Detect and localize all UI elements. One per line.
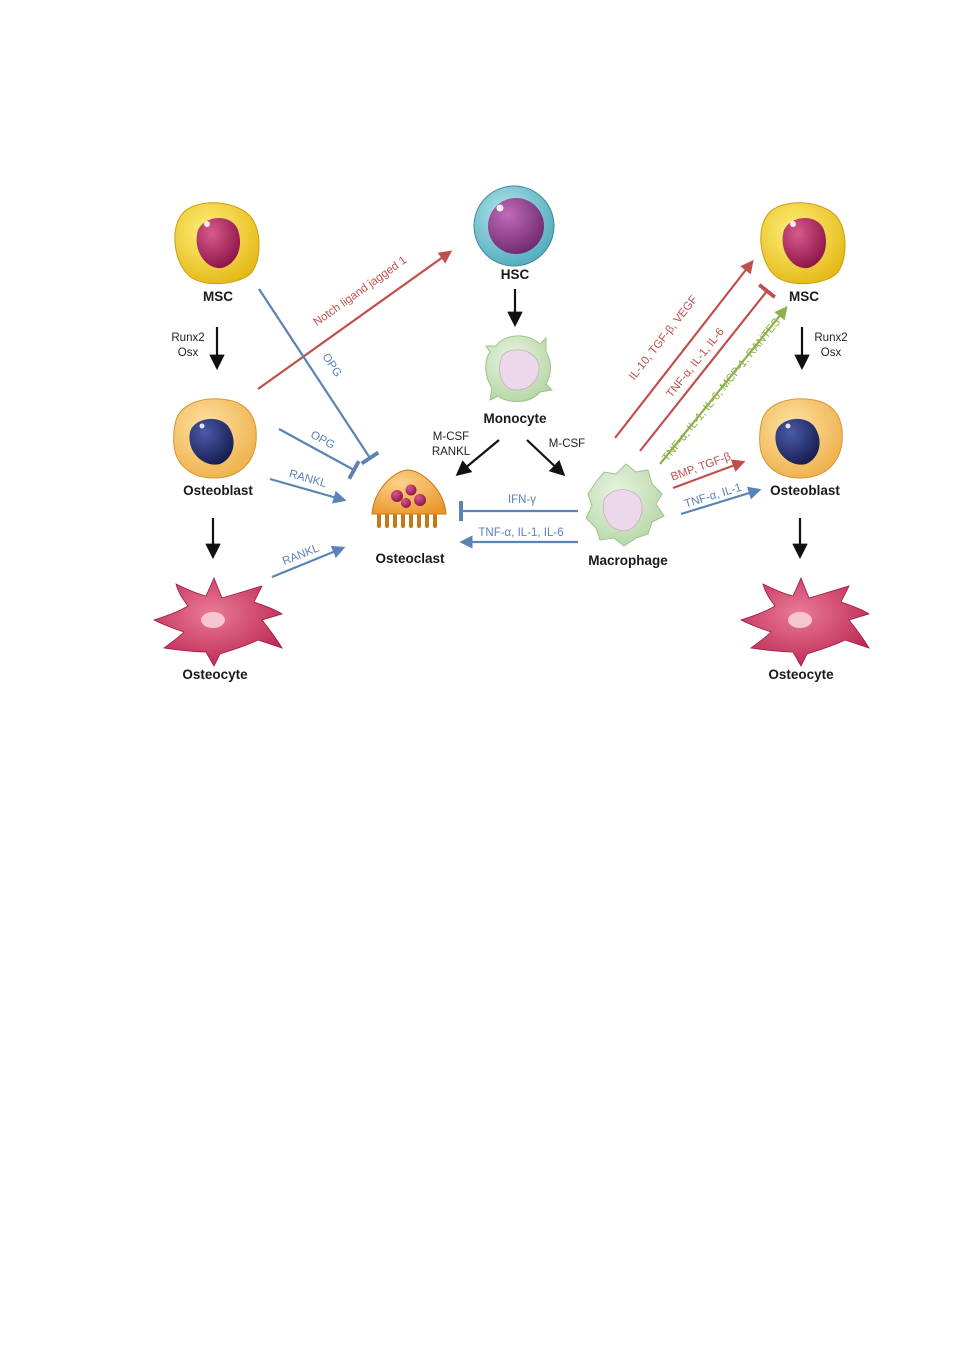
rankl-monocyte-label: RANKL bbox=[432, 446, 471, 458]
ifn-label: IFN-γ bbox=[508, 494, 536, 506]
il10-arrow bbox=[614, 259, 754, 439]
monocyte-to-osteoclast-arrow bbox=[455, 439, 500, 476]
monocyte-cell bbox=[485, 335, 554, 402]
opg-long-inhibition bbox=[258, 288, 380, 466]
tnf-osteoclast-label: TNF-α, IL-1, IL-6 bbox=[478, 527, 563, 539]
osteoclast-cell bbox=[371, 469, 447, 528]
macrophage-label: Macrophage bbox=[588, 553, 668, 568]
rankl-osteocyte-arrow bbox=[271, 545, 346, 579]
osteocyte-right-label: Osteocyte bbox=[768, 667, 834, 682]
mcsf-left-label: M-CSF bbox=[433, 431, 469, 443]
hsc-label: HSC bbox=[501, 267, 530, 282]
osteoblast-right-cell bbox=[759, 398, 843, 479]
msc-right-label: MSC bbox=[789, 289, 819, 304]
runx2-right-label: Runx2 bbox=[814, 332, 847, 344]
tnf-green-arrow bbox=[659, 305, 788, 465]
hsc-cell bbox=[473, 185, 555, 267]
opg-short-inhibition bbox=[278, 428, 361, 480]
mcsf-right-label: M-CSF bbox=[549, 438, 585, 450]
msc-left-label: MSC bbox=[203, 289, 233, 304]
monocyte-to-macrophage-arrow bbox=[526, 439, 566, 477]
tnf-osteoblast-arrow bbox=[680, 486, 762, 516]
monocyte-label: Monocyte bbox=[483, 411, 546, 426]
osteoclast-label: Osteoclast bbox=[375, 551, 445, 566]
osteocyte-left-cell bbox=[152, 576, 283, 667]
rankl-osteoblast-arrow bbox=[269, 477, 347, 504]
msc-right-cell bbox=[760, 202, 846, 285]
tnf-inhibit-msc bbox=[639, 283, 777, 452]
osteocyte-left-label: Osteocyte bbox=[182, 667, 248, 682]
osteoblast-left-label: Osteoblast bbox=[183, 483, 253, 498]
osx-right-label: Osx bbox=[821, 347, 842, 359]
msc-left-cell bbox=[174, 202, 260, 285]
bmp-arrow bbox=[672, 459, 746, 490]
runx2-left-label: Runx2 bbox=[171, 332, 204, 344]
opg-long-label: OPG bbox=[319, 351, 343, 379]
rankl-osteoblast-label: RANKL bbox=[288, 468, 329, 490]
tnf-osteoblast-label: TNF-α, IL-1 bbox=[683, 482, 743, 511]
osteocyte-right-cell bbox=[739, 576, 870, 667]
osteoblast-left-cell bbox=[173, 398, 257, 479]
macrophage-cell bbox=[585, 463, 665, 547]
osx-left-label: Osx bbox=[178, 347, 199, 359]
notch-arrow bbox=[257, 250, 453, 390]
osteoblast-right-label: Osteoblast bbox=[770, 483, 840, 498]
